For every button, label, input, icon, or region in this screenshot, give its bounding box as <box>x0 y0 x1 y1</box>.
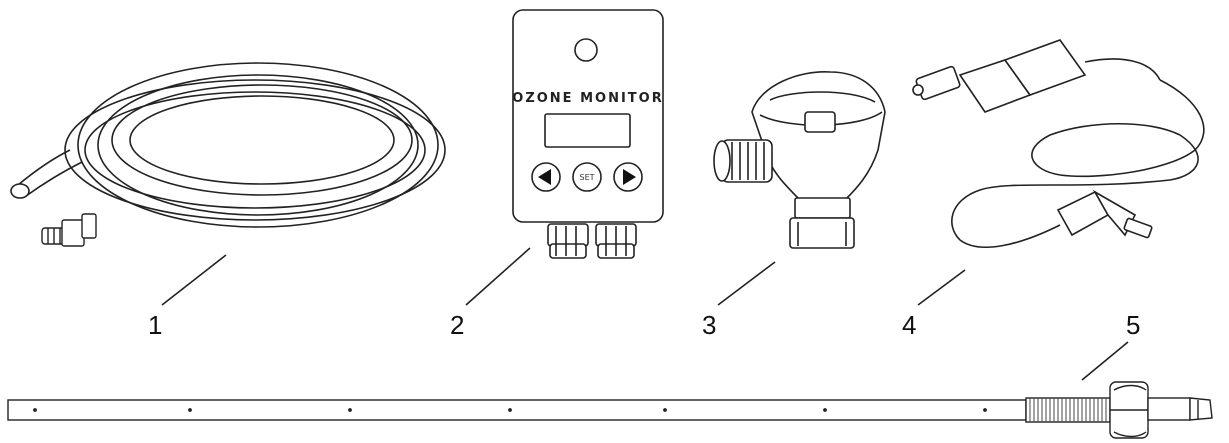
callout-label-3: 3 <box>702 310 716 340</box>
left-arrow-icon <box>538 169 551 185</box>
sensor-fitting <box>713 71 886 249</box>
leader-line-5 <box>1081 341 1129 381</box>
callout-label-1: 1 <box>148 310 162 340</box>
ozone-monitor <box>512 9 664 259</box>
hose-fitting <box>41 213 97 247</box>
set-button-label: SET <box>579 173 594 182</box>
left-arrow-button <box>531 162 561 192</box>
probe-thread-lines <box>1029 398 1107 422</box>
callout-label-4: 4 <box>902 310 916 340</box>
right-arrow-icon <box>623 169 636 185</box>
car-power-cord <box>912 39 1205 248</box>
device-title: OZONE MONITOR <box>512 91 663 106</box>
callout-label-2: 2 <box>450 310 464 340</box>
probe-rod <box>7 381 1213 439</box>
leader-line-2 <box>465 247 531 306</box>
leader-line-4 <box>917 269 966 306</box>
leader-line-3 <box>717 261 776 306</box>
callout-label-5: 5 <box>1126 310 1140 340</box>
tubing-coil <box>10 62 446 228</box>
set-button: SET <box>572 162 602 192</box>
leader-line-1 <box>161 254 227 306</box>
right-arrow-button <box>613 162 643 192</box>
